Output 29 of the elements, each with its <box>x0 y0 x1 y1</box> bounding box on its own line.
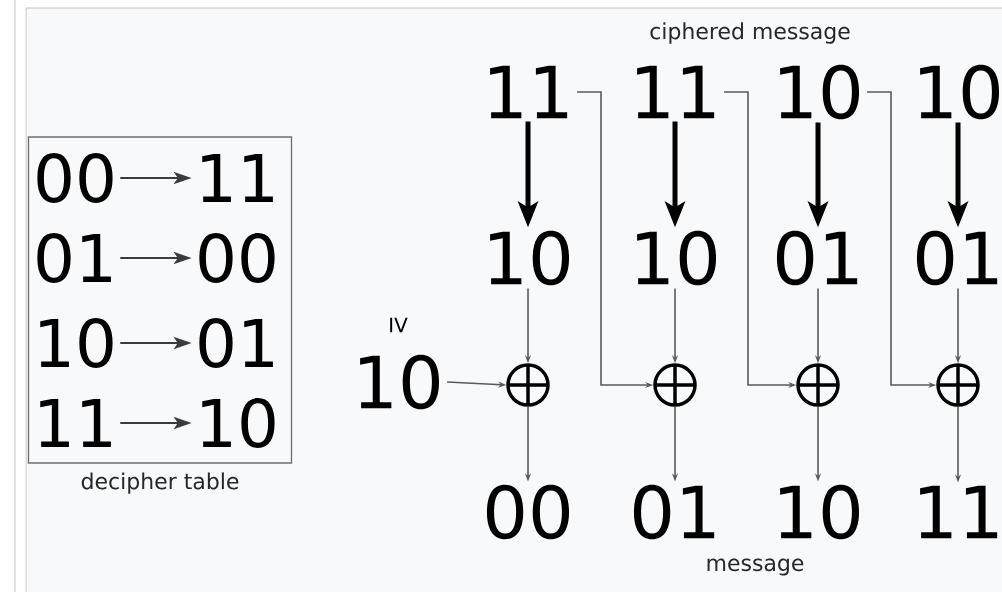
bit-pair: 10 <box>202 398 275 448</box>
xor-symbol <box>936 363 980 407</box>
bit-pair: 10 <box>920 64 1000 120</box>
bit-pair: 00 <box>37 153 113 203</box>
xor-symbol <box>796 363 840 407</box>
bit-pair: 11 <box>490 65 568 119</box>
bit-pair: 01 <box>633 484 715 540</box>
bit-pair: 00 <box>486 484 569 540</box>
bit-pair: 11 <box>202 153 273 203</box>
bit-pair: 10 <box>637 230 716 286</box>
bit-pair: 10 <box>780 484 859 540</box>
caption: ciphered message <box>650 22 850 44</box>
node-label: decipher table <box>81 472 239 494</box>
bit-pair: 10 <box>360 354 439 410</box>
bit-pair: 11 <box>40 398 111 448</box>
bit-pair: 10 <box>490 230 569 286</box>
bit-pair: 11 <box>920 485 998 539</box>
xor-symbol <box>506 363 550 407</box>
bit-pair: 01 <box>776 230 858 286</box>
iv-label: IV <box>390 317 408 333</box>
bit-pair: 01 <box>199 318 273 368</box>
bit-pair: 01 <box>37 233 111 283</box>
bit-pair: 10 <box>780 64 859 120</box>
bit-pair: 00 <box>199 233 275 283</box>
xor-symbol <box>653 363 697 407</box>
bit-pair: 10 <box>40 318 113 368</box>
bit-pair: 11 <box>637 65 715 119</box>
caption: message <box>707 558 804 576</box>
bit-pair: 01 <box>916 230 998 286</box>
